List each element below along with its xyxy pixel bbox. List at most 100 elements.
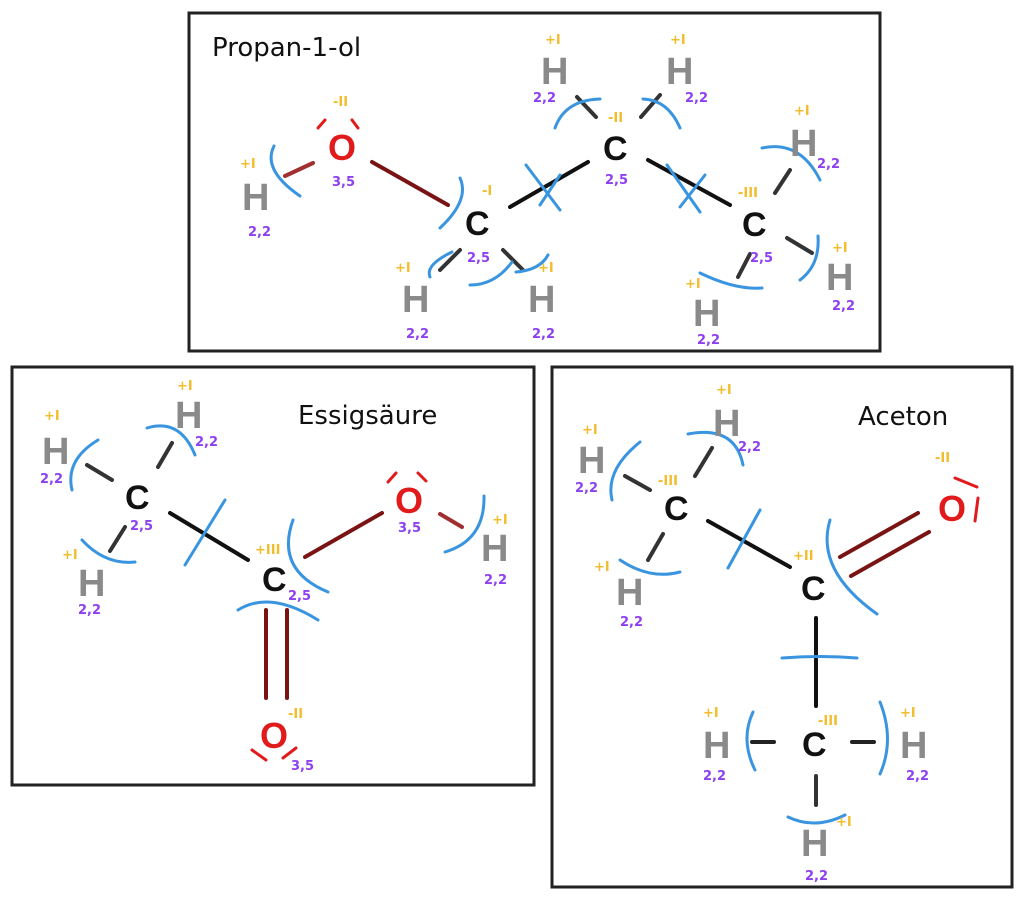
electronegativity: 2,2	[832, 299, 855, 314]
electronegativity: 2,2	[620, 615, 643, 630]
bond-C3-H	[773, 168, 792, 195]
atom-symbol: H	[541, 51, 568, 93]
oxidation-number: +I	[703, 706, 719, 721]
atom-C: -II C 2,5	[603, 111, 628, 188]
atom-symbol: C	[465, 205, 490, 243]
lone-pair	[316, 118, 360, 130]
oxidation-number: -III	[658, 474, 678, 489]
atom-symbol: O	[395, 480, 423, 521]
panel-frame	[187, 11, 882, 353]
atom-H: +I H 2,2	[240, 157, 271, 240]
oxidation-number: +I	[794, 104, 810, 119]
bond-split-marks	[69, 424, 486, 622]
atom-H: +I H 2,2	[703, 706, 730, 784]
atom-O: -II O 3,5	[328, 95, 356, 190]
atom-H: +I H 2,2	[62, 548, 105, 618]
oxidation-number: +I	[582, 423, 598, 438]
oxidation-number: +I	[492, 513, 508, 528]
electronegativity: 2,2	[533, 91, 556, 106]
atom-symbol: H	[703, 725, 730, 767]
electronegativity: 3,5	[398, 521, 421, 536]
bond-C1-H	[438, 248, 462, 272]
oxidation-number: +I	[545, 33, 561, 48]
atom-C: +II C	[793, 549, 826, 608]
oxidation-number: +I	[395, 261, 411, 276]
atom-symbol: H	[481, 528, 508, 570]
atom-symbol: H	[713, 403, 740, 445]
atom-H: +I H 2,2	[666, 33, 708, 106]
oxidation-number: +I	[685, 277, 701, 292]
electronegativity: 2,2	[703, 769, 726, 784]
atom-H: +I H 2,2	[826, 241, 855, 314]
atom-O: -II O	[935, 451, 966, 529]
atom-symbol: H	[402, 279, 429, 321]
atom-symbol: H	[175, 395, 202, 437]
bonds	[623, 446, 931, 807]
bond-split-marks	[609, 430, 889, 825]
atoms: +I H 2,2 +I H 2,2 +I H 2,2 -III C +II C	[575, 383, 966, 884]
electronegativity: 2,2	[78, 603, 101, 618]
atom-H: +I H 2,2	[575, 423, 605, 496]
bond-C3-H	[785, 236, 814, 255]
atom-H: +I H 2,2	[801, 815, 852, 884]
atom-symbol: O	[938, 488, 966, 529]
bond-split-marks	[269, 97, 822, 290]
oxidation-number: +III	[255, 543, 280, 558]
atom-C: -III C	[658, 474, 689, 528]
molecule-title: Essigsäure	[298, 401, 437, 431]
atom-symbol: O	[260, 715, 288, 756]
atom-H: +I H 2,2	[713, 383, 761, 455]
electronegativity: 2,2	[817, 157, 840, 172]
atom-symbol: H	[42, 431, 69, 473]
atom-symbol: C	[742, 206, 767, 244]
oxidation-number: +I	[44, 409, 60, 424]
electronegativity: 3,5	[332, 175, 355, 190]
atom-H: +I H 2,2	[528, 261, 555, 342]
electronegativity: 2,2	[805, 869, 828, 884]
molecule-title: Aceton	[858, 402, 948, 432]
atom-C: +III C 2,5	[255, 543, 311, 604]
electronegativity: 2,2	[906, 769, 929, 784]
panel-propanol: Propan-1-ol	[187, 11, 882, 353]
bonds	[85, 441, 464, 700]
electronegativity: 2,2	[697, 333, 720, 348]
electronegativity: 2,5	[288, 589, 311, 604]
electronegativity: 2,5	[467, 251, 490, 266]
bond-C-H	[623, 474, 652, 492]
oxidation-number: +I	[670, 33, 686, 48]
atom-symbol: C	[802, 726, 827, 764]
lone-pairs	[250, 471, 428, 762]
electronegativity: 2,5	[750, 251, 773, 266]
electronegativity: 2,2	[195, 435, 218, 450]
oxidation-number: +I	[900, 706, 916, 721]
electronegativity: 2,2	[248, 225, 271, 240]
bond-C-O-double	[849, 530, 931, 578]
atom-symbol: H	[616, 572, 643, 614]
atom-H: +I H 2,2	[481, 513, 508, 588]
atom-symbol: O	[328, 127, 356, 168]
atom-symbol: H	[693, 293, 720, 335]
electronegativity: 2,2	[575, 481, 598, 496]
panel-essigsaeure: Essigsäure +I H	[10, 365, 536, 787]
bond-C-H	[108, 525, 127, 553]
oxidation-number: +I	[836, 815, 852, 830]
panel-aceton: Aceton +I	[550, 365, 1014, 889]
oxidation-number: +I	[177, 379, 193, 394]
atom-symbol: C	[664, 490, 689, 528]
oxidation-number: +I	[240, 157, 256, 172]
bond-C3-H	[736, 252, 752, 279]
bond-C2-H	[575, 95, 598, 119]
atom-H: +I H 2,2	[395, 261, 429, 342]
oxidation-number: -III	[818, 714, 838, 729]
oxidation-number: +II	[793, 549, 814, 564]
atom-symbol: C	[801, 570, 826, 608]
atom-H: +I H 2,2	[685, 277, 720, 348]
oxidation-number: +I	[832, 241, 848, 256]
molecule-title: Propan-1-ol	[212, 33, 361, 63]
oxidation-number: -II	[288, 707, 303, 722]
bond-O-C1	[370, 160, 450, 207]
bonds	[283, 93, 814, 279]
atom-symbol: H	[578, 440, 605, 482]
oxidation-number: -II	[935, 451, 950, 466]
atom-O: O 3,5	[395, 480, 423, 536]
